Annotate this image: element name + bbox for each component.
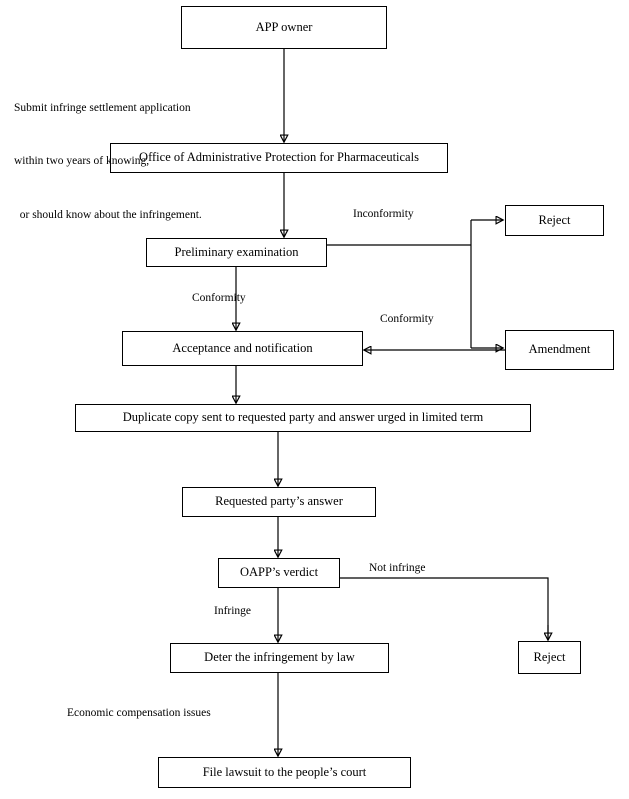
node-amendment-label: Amendment — [528, 342, 591, 357]
node-amendment[interactable]: Amendment — [505, 330, 614, 370]
edge-label-economic-compensation: Economic compensation issues — [67, 707, 211, 719]
edge-label-infringe: Infringe — [214, 605, 252, 617]
node-requested-party-answer-label: Requested party’s answer — [215, 494, 343, 509]
node-acceptance-and-notification[interactable]: Acceptance and notification — [122, 331, 363, 366]
edge-label-inconformity: Inconformity — [353, 208, 414, 220]
node-preliminary-examination-label: Preliminary examination — [174, 244, 299, 259]
node-reject-bottom-label: Reject — [533, 649, 566, 664]
node-duplicate-copy-label: Duplicate copy sent to requested party a… — [122, 410, 484, 425]
node-file-lawsuit-label: File lawsuit to the people’s court — [202, 764, 367, 779]
note-submit-line-1: Submit infringe settlement application — [14, 101, 191, 114]
node-reject-top[interactable]: Reject — [505, 205, 604, 236]
node-oapp-office[interactable]: Office of Administrative Protection for … — [110, 143, 448, 173]
node-reject-bottom[interactable]: Reject — [518, 641, 581, 674]
node-app-owner-label: APP owner — [255, 19, 313, 34]
node-deter-infringement[interactable]: Deter the infringement by law — [170, 643, 389, 673]
edge-label-not-infringe: Not infringe — [369, 562, 426, 574]
node-acceptance-and-notification-label: Acceptance and notification — [172, 340, 313, 355]
node-reject-top-label: Reject — [538, 212, 571, 227]
node-duplicate-copy[interactable]: Duplicate copy sent to requested party a… — [75, 404, 531, 432]
note-submit-application: Submit infringe settlement application w… — [14, 64, 202, 260]
node-oapp-verdict[interactable]: OAPP’s verdict — [218, 558, 340, 588]
edge-label-conformity-back: Conformity — [380, 313, 434, 325]
node-app-owner[interactable]: APP owner — [181, 6, 387, 49]
node-oapp-office-label: Office of Administrative Protection for … — [139, 150, 419, 165]
node-preliminary-examination[interactable]: Preliminary examination — [146, 238, 327, 267]
node-requested-party-answer[interactable]: Requested party’s answer — [182, 487, 376, 517]
note-submit-line-2: within two years of knowing, — [14, 155, 150, 168]
node-oapp-verdict-label: OAPP’s verdict — [239, 565, 319, 580]
node-file-lawsuit[interactable]: File lawsuit to the people’s court — [158, 757, 411, 788]
edge-label-conformity-down: Conformity — [192, 292, 246, 304]
node-deter-infringement-label: Deter the infringement by law — [204, 650, 355, 665]
note-submit-line-3: or should know about the infringement. — [14, 208, 202, 221]
